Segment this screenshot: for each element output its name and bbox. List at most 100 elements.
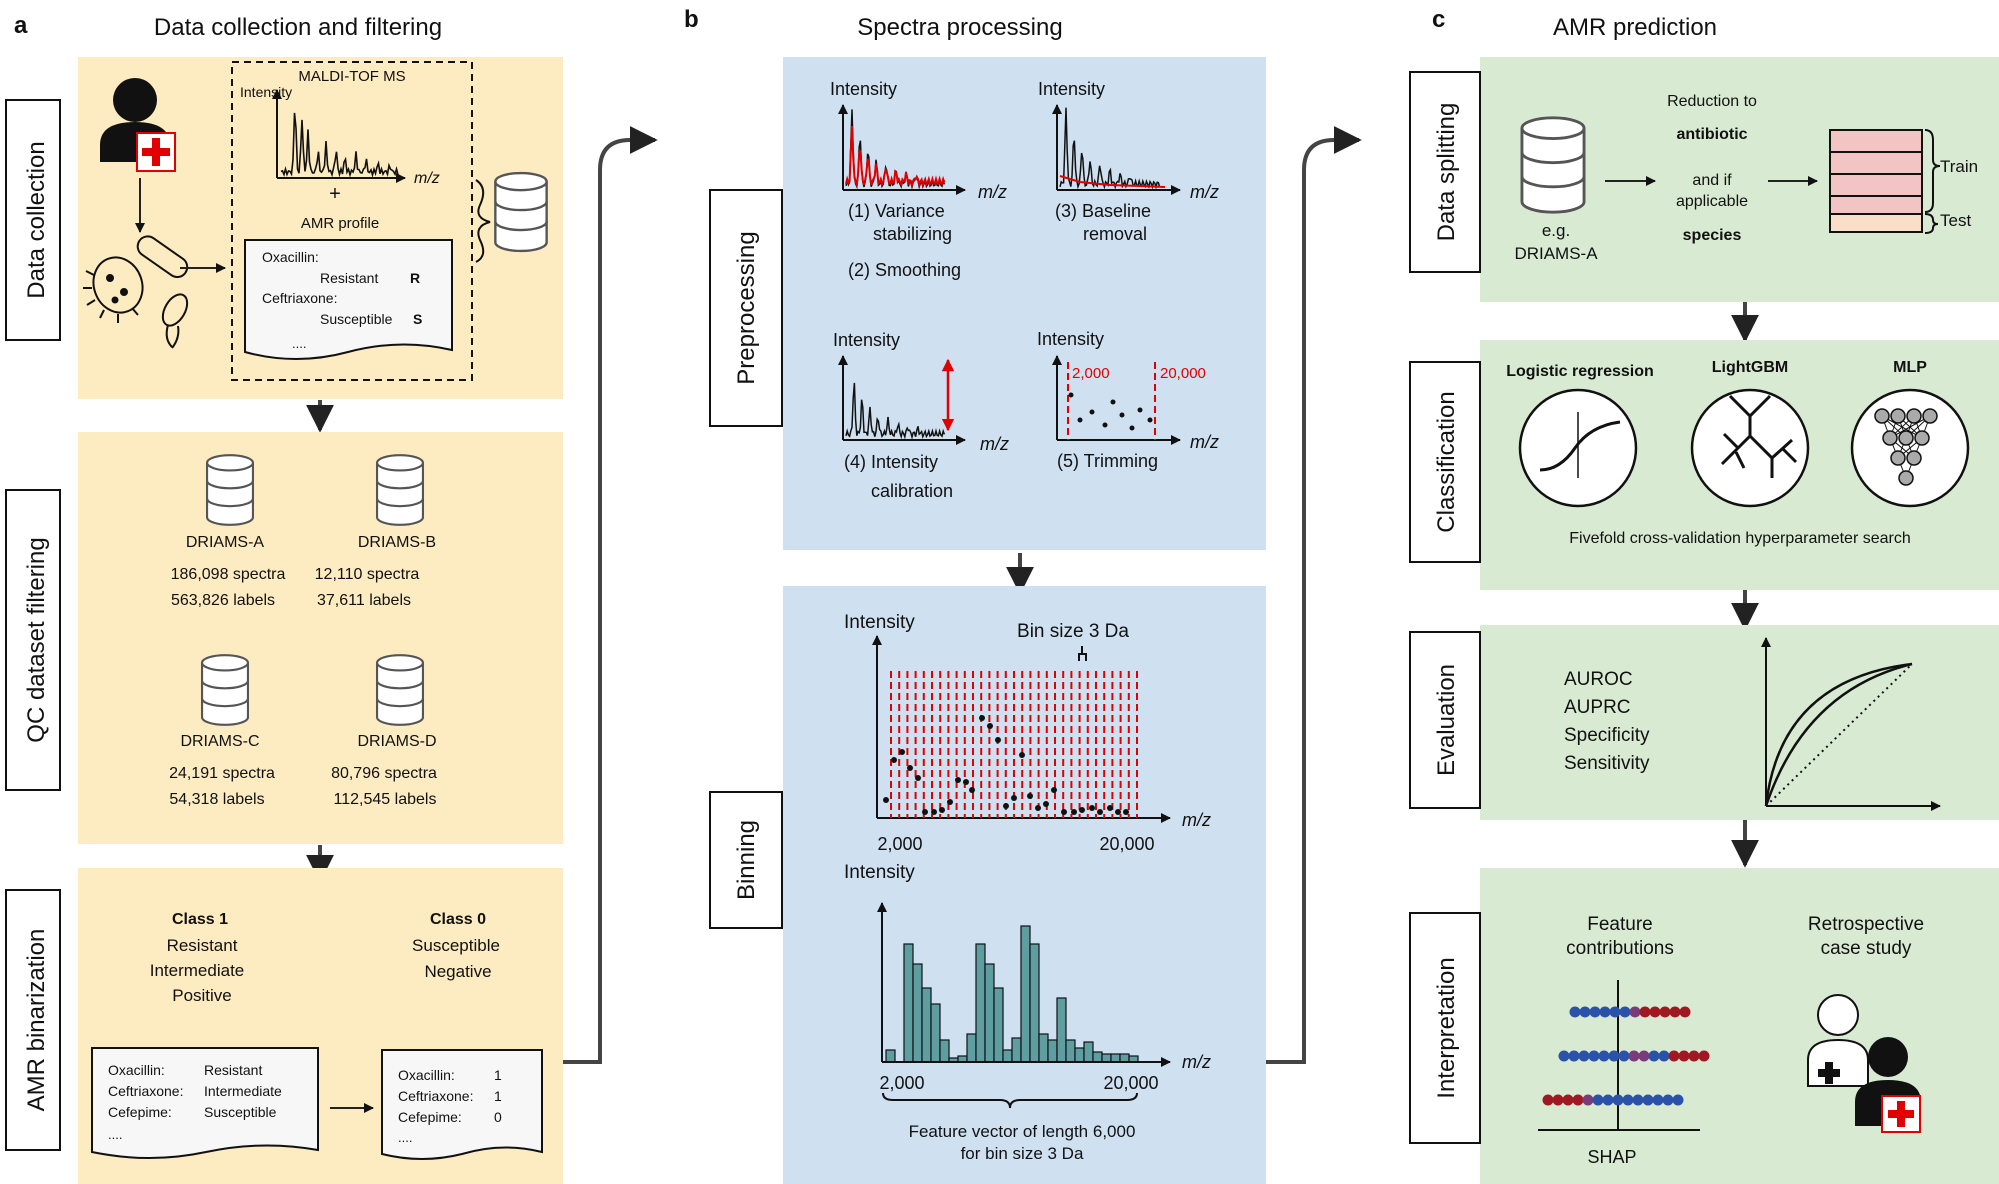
bin-plot2-x-low: 2,000: [879, 1073, 924, 1093]
test-brace: [1924, 213, 1939, 234]
classification-label: Classification: [1433, 391, 1460, 532]
spectrum-intensity-label: Intensity: [240, 84, 292, 100]
split-db-caption-2: DRIAMS-A: [1514, 244, 1598, 263]
p4-intensity: Intensity: [833, 330, 900, 350]
db-icon-c: [200, 654, 250, 726]
db-icon-d: [375, 654, 425, 726]
binning-panel: [783, 586, 1266, 1184]
step1-line2: stabilizing: [873, 224, 952, 244]
doc-code-1: R: [410, 270, 420, 286]
bin-out-drug-2: Ceftriaxone:: [398, 1088, 473, 1104]
dataset-c-name: DRIAMS-C: [180, 733, 259, 750]
bin-plot2-mz: m/z: [1182, 1052, 1211, 1072]
model-1-label: Logistic regression: [1506, 363, 1654, 380]
class1-title: Class 1: [172, 911, 228, 928]
plus-sign: +: [329, 183, 341, 205]
bin-doc-drug-3: Cefepime:: [108, 1104, 172, 1120]
case-study-icon: [1807, 994, 1921, 1133]
p5-intensity: Intensity: [1037, 329, 1104, 349]
doc-code-2: S: [413, 311, 422, 327]
metric-3: Specificity: [1564, 725, 1650, 746]
dataset-c-labels: 54,318 labels: [169, 791, 264, 808]
train-brace: [1924, 129, 1941, 213]
bin-spectrum-points: [883, 715, 1129, 815]
bin-doc-drug-1: Oxacillin:: [108, 1062, 165, 1078]
qc-panel: [78, 432, 563, 844]
p3-spectrum: [1059, 107, 1161, 190]
doc-value-2: Susceptible: [320, 311, 393, 327]
connector-b-to-c: [1266, 126, 1362, 1064]
class0-item-2: Negative: [424, 962, 491, 981]
bin-size-label: Bin size 3 Da: [1017, 621, 1129, 642]
collection-brace: [475, 179, 491, 263]
evaluation-panel: [1480, 625, 1999, 820]
qc-label-box: [5, 489, 61, 791]
amr-profile-document: [244, 239, 453, 360]
p3-intensity: Intensity: [1038, 79, 1105, 99]
data-collection-label: Data collection: [23, 141, 50, 298]
step1-line1: (1) Variance: [848, 201, 945, 221]
bin-out-value-2: 1: [494, 1088, 502, 1104]
bin-plot2-intensity: Intensity: [844, 862, 915, 883]
metric-1: AUROC: [1564, 669, 1633, 690]
panel-b-letter: b: [684, 6, 699, 33]
data-collection-label-box: [5, 99, 61, 341]
bin-dashed-lines: [890, 671, 1138, 818]
doc-drug-1: Oxacillin:: [262, 249, 319, 265]
trim-low-label: 2,000: [1072, 365, 1110, 382]
train-test-table: [1829, 129, 1923, 233]
bin-out-ellipsis: ....: [398, 1130, 412, 1145]
bin-plot2-x-high: 20,000: [1103, 1073, 1158, 1093]
step2-label: (2) Smoothing: [848, 260, 961, 280]
panel-b-title: Spectra processing: [857, 14, 1062, 41]
label-document: [91, 1047, 319, 1159]
doc-value-1: Resistant: [320, 270, 378, 286]
cv-label: Fivefold cross-validation hyperparameter…: [1569, 530, 1910, 547]
dataset-b-labels: 37,611 labels: [317, 592, 411, 609]
reduction-4: applicable: [1676, 193, 1748, 210]
binarization-label: AMR binarization: [23, 929, 50, 1112]
p3-mz: m/z: [1190, 182, 1219, 202]
interpretation-label: Interpretation: [1433, 957, 1460, 1098]
preprocessing-label: Preprocessing: [733, 231, 760, 384]
panel-c-letter: c: [1432, 6, 1445, 33]
bin-out-drug-1: Oxacillin:: [398, 1067, 455, 1083]
binary-document: [381, 1049, 543, 1160]
feature-line-1: Feature vector of length 6,000: [909, 1122, 1136, 1141]
p1-intensity: Intensity: [830, 79, 897, 99]
bin-doc-drug-2: Ceftriaxone:: [108, 1083, 183, 1099]
maldi-label: MALDI-TOF MS: [298, 68, 405, 85]
panel-a-title: Data collection and filtering: [154, 14, 442, 41]
bin-doc-value-2: Intermediate: [204, 1083, 282, 1099]
class0-title: Class 0: [430, 911, 486, 928]
p1-stabilized-spectrum: [845, 126, 946, 189]
dataset-d-name: DRIAMS-D: [357, 733, 436, 750]
p4-spectrum: [845, 382, 946, 440]
p5-mz: m/z: [1190, 432, 1219, 452]
mlp-icon: [1850, 388, 1970, 508]
dataset-d-spectra: 80,796 spectra: [331, 765, 437, 782]
reduction-2: antibiotic: [1676, 126, 1747, 143]
step3-line1: (3) Baseline: [1055, 201, 1151, 221]
test-label: Test: [1940, 211, 1971, 230]
panel-c-title: AMR prediction: [1553, 14, 1717, 41]
doc-ellipsis: ....: [292, 336, 306, 351]
dataset-a-spectra: 186,098 spectra: [171, 566, 286, 583]
qc-label: QC dataset filtering: [23, 537, 50, 742]
collection-database-icon: [494, 171, 548, 253]
class0-item-1: Susceptible: [412, 936, 500, 955]
classification-label-box: [1409, 361, 1481, 563]
class1-item-3: Positive: [172, 986, 232, 1005]
evaluation-label-box: [1409, 631, 1481, 809]
maldi-mz-label: m/z: [414, 170, 440, 187]
metric-2: AUPRC: [1564, 697, 1631, 718]
trim-high-label: 20,000: [1160, 365, 1206, 382]
p5-trimmed-points: [1068, 392, 1153, 431]
maldi-dashed-box: [231, 61, 473, 381]
bin-out-value-3: 0: [494, 1109, 502, 1125]
logistic-regression-icon: [1518, 388, 1638, 508]
panel-a-letter: a: [14, 12, 28, 39]
step4-line1: (4) Intensity: [844, 452, 938, 472]
p4-mz: m/z: [980, 434, 1009, 454]
